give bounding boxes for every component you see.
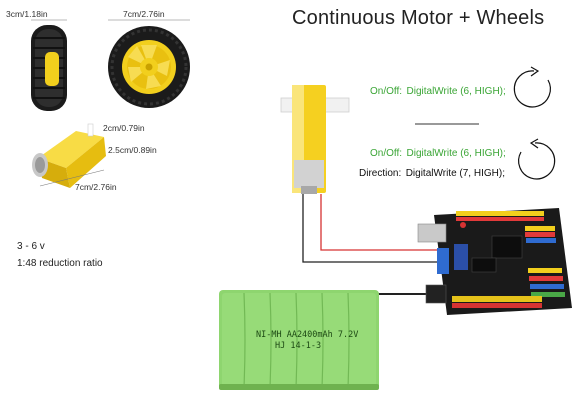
code-row-2: On/Off: DigitalWrite (6, HIGH); <box>370 143 506 161</box>
wheel-width-label: 3cm/1.18in <box>6 9 48 19</box>
code-row-2-call: DigitalWrite (6, HIGH); <box>406 148 506 159</box>
rotate-counterclockwise-icon <box>518 138 556 180</box>
motor-length-label: 7cm/2.76in <box>75 182 117 192</box>
voltage-spec: 3 - 6 v <box>17 241 45 252</box>
motor-side-view <box>32 123 106 188</box>
rotate-clockwise-icon <box>513 66 551 108</box>
battery-label-line-2: HJ 14-1-3 <box>275 341 322 351</box>
page-title: Continuous Motor + Wheels <box>292 7 545 29</box>
wheel-diameter-label: 7cm/2.76in <box>123 9 165 19</box>
controller-board <box>417 208 572 315</box>
code-row-1-label: On/Off: <box>370 86 403 97</box>
code-row-3-call: DigitalWrite (7, HIGH); <box>405 168 505 179</box>
battery-label-line-1: NI-MH AA2400mAh 7.2V <box>256 330 359 340</box>
motor-wires <box>302 194 446 295</box>
code-row-3: Direction: DigitalWrite (7, HIGH); <box>359 163 505 181</box>
code-row-3-label: Direction: <box>359 168 402 179</box>
reduction-ratio-spec: 1:48 reduction ratio <box>17 258 103 269</box>
wheel-side-view <box>31 25 67 111</box>
dimension-lines <box>31 19 190 187</box>
code-row-2-label: On/Off: <box>370 148 403 159</box>
wheel-front-view <box>108 26 190 108</box>
code-row-1-call: DigitalWrite (6, HIGH); <box>406 86 506 97</box>
code-row-1: On/Off: DigitalWrite (6, HIGH); <box>370 81 506 99</box>
motor-upright <box>280 85 350 194</box>
battery-pack <box>219 290 379 390</box>
motor-height-label: 2cm/0.79in <box>103 123 145 133</box>
motor-depth-label: 2.5cm/0.89in <box>108 145 157 155</box>
